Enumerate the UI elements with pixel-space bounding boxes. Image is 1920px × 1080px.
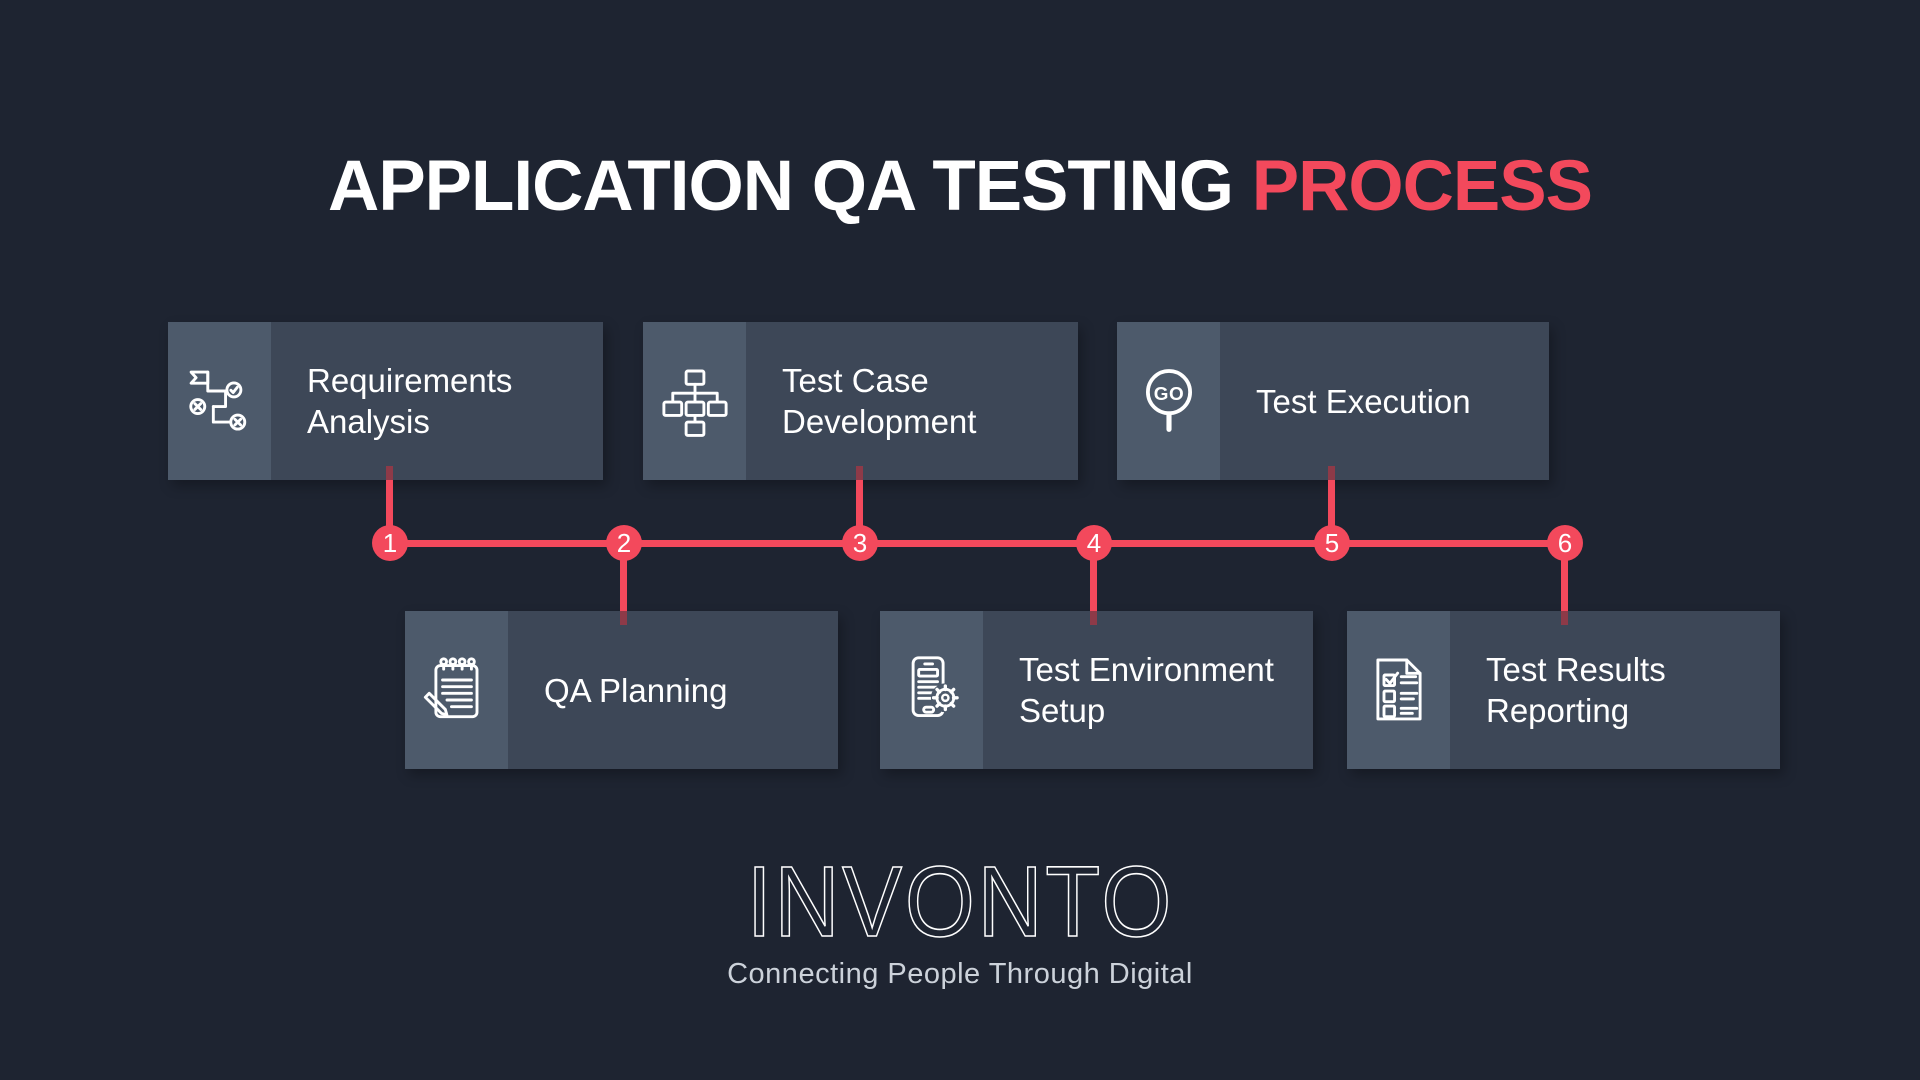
icon-panel: GO (1117, 322, 1220, 480)
step-title: Test Case Development (746, 322, 1078, 480)
connector-stub-6 (1561, 611, 1568, 625)
step-card-test-results-reporting: Test Results Reporting (1347, 611, 1780, 769)
flag-flowchart-icon (188, 370, 246, 431)
step-title-line: Test Case (782, 362, 929, 399)
step-title-line: Test Execution (1256, 382, 1471, 420)
timeline-connector-5 (1328, 480, 1335, 543)
timeline-node-4: 4 (1076, 525, 1112, 561)
logo-tagline: Connecting People Through Digital (727, 958, 1193, 990)
node-number: 4 (1086, 527, 1102, 558)
step-title-line: Test Environment (1019, 651, 1274, 688)
node-number: 5 (1324, 527, 1340, 558)
connector-stub-4 (1090, 611, 1097, 625)
notepad-pencil-icon (423, 657, 478, 719)
icon-panel (643, 322, 746, 480)
icon-panel (1347, 611, 1450, 769)
step-card-test-execution: GO Test Execution (1117, 322, 1549, 480)
step-card-qa-planning: QA Planning (405, 611, 838, 769)
step-card-test-case-development: Test Case Development (643, 322, 1078, 480)
timeline-connector-3 (856, 480, 863, 543)
icon-panel (405, 611, 508, 769)
connector-stub-5 (1328, 466, 1335, 480)
timeline-line (390, 540, 1565, 547)
step-title-line: Requirements (307, 362, 513, 399)
connector-stub-2 (620, 611, 627, 625)
timeline-connector-2 (620, 543, 627, 611)
icon-panel (168, 322, 271, 480)
page-title-accent: PROCESS (1251, 147, 1593, 226)
node-number: 2 (616, 527, 632, 558)
step-title-line: Development (782, 403, 977, 440)
icon-panel (880, 611, 983, 769)
step-title: Test Environment Setup (983, 611, 1313, 769)
step-title: Test Execution (1220, 322, 1549, 480)
page-title: APPLICATION QA TESTING PROCESS (0, 146, 1920, 227)
timeline-connector-1 (386, 480, 393, 543)
go-sign-icon: GO (1145, 369, 1192, 432)
step-title: Requirements Analysis (271, 322, 603, 480)
node-number: 3 (852, 527, 868, 558)
checklist-document-icon (1375, 658, 1422, 721)
node-number: 6 (1557, 527, 1573, 558)
step-card-requirements-analysis: Requirements Analysis (168, 322, 603, 480)
step-title-line: Analysis (307, 403, 430, 440)
phone-gear-icon (911, 656, 960, 717)
invonto-logo: INVONTO (746, 846, 1174, 958)
step-title-line: QA Planning (544, 671, 728, 709)
node-number: 1 (382, 527, 398, 558)
timeline-node-3: 3 (842, 525, 878, 561)
connector-stub-1 (386, 466, 393, 480)
page-title-primary: APPLICATION QA TESTING (328, 147, 1234, 226)
connector-stub-3 (856, 466, 863, 480)
timeline-node-5: 5 (1314, 525, 1350, 561)
timeline-node-2: 2 (606, 525, 642, 561)
timeline-node-6: 6 (1547, 525, 1583, 561)
step-title-line: Test Results (1486, 651, 1666, 688)
step-title-line: Reporting (1486, 692, 1630, 729)
timeline-node-1: 1 (372, 525, 408, 561)
sitemap-icon (661, 369, 728, 437)
step-card-test-environment-setup: Test Environment Setup (880, 611, 1313, 769)
step-title: Test Results Reporting (1450, 611, 1780, 769)
timeline-connector-6 (1561, 543, 1568, 611)
step-title-line: Setup (1019, 692, 1106, 729)
go-sign-label: GO (1153, 384, 1183, 405)
footer: INVONTO Connecting People Through Digita… (0, 846, 1920, 991)
timeline-connector-4 (1090, 543, 1097, 611)
step-title: QA Planning (508, 611, 838, 769)
